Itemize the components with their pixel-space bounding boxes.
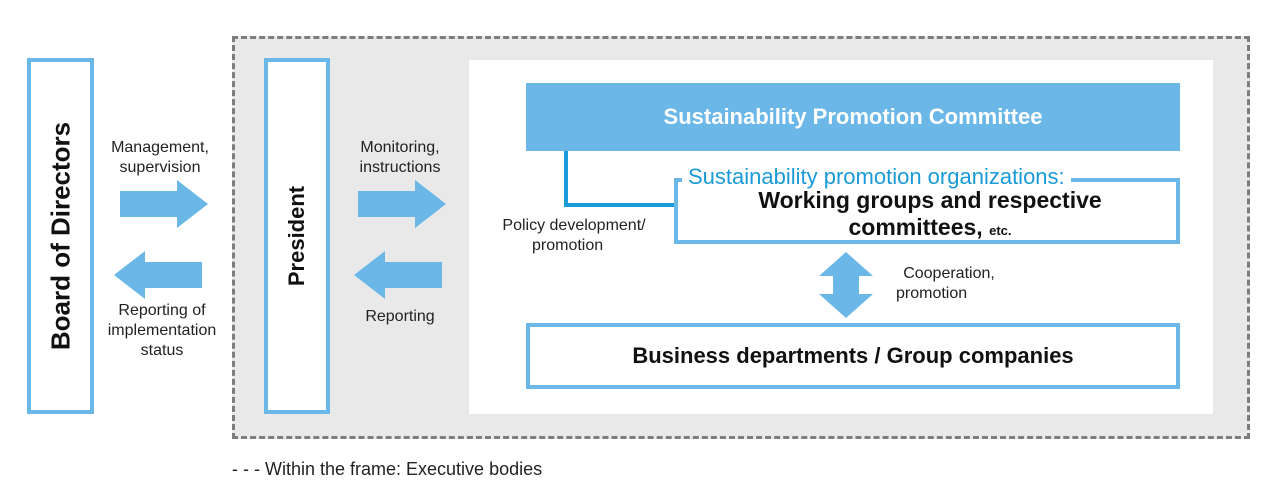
- arrow-board-to-president: [120, 180, 208, 228]
- sustainability-promotion-committee-node: Sustainability Promotion Committee: [526, 83, 1180, 151]
- business-departments-node: Business departments / Group companies: [526, 323, 1180, 389]
- business-label: Business departments / Group companies: [632, 343, 1074, 368]
- president-label: President: [284, 185, 309, 287]
- president-node: President: [264, 58, 330, 414]
- arrow-cooperation-bidirectional: [819, 252, 873, 318]
- board-of-directors-node: Board of Directors: [27, 58, 94, 414]
- arrow-president-to-committee: [358, 180, 446, 228]
- arrow-president-to-board: [114, 251, 202, 299]
- committee-connector-horizontal: [564, 203, 674, 207]
- monitoring-instructions-label: Monitoring, instructions: [359, 139, 441, 176]
- reporting-implementation-label: Reporting of implementation status: [107, 302, 217, 359]
- promotion-organizations-heading: Sustainability promotion organizations:: [682, 164, 1071, 190]
- cooperation-promotion-label: Cooperation, promotion: [896, 265, 995, 302]
- arrow-committee-to-president: [354, 251, 442, 299]
- management-supervision-label: Management, supervision: [111, 139, 209, 176]
- frame-legend: - - - Within the frame: Executive bodies: [232, 459, 543, 479]
- committee-connector-vertical: [564, 151, 568, 207]
- etc-label: etc.: [989, 223, 1012, 238]
- policy-development-label: Policy development/ promotion: [502, 217, 646, 254]
- committee-label: Sustainability Promotion Committee: [663, 104, 1043, 129]
- board-of-directors-label: Board of Directors: [45, 121, 75, 351]
- reporting-label: Reporting: [365, 308, 435, 325]
- working-groups-label: Working groups and respective committees…: [758, 187, 1102, 240]
